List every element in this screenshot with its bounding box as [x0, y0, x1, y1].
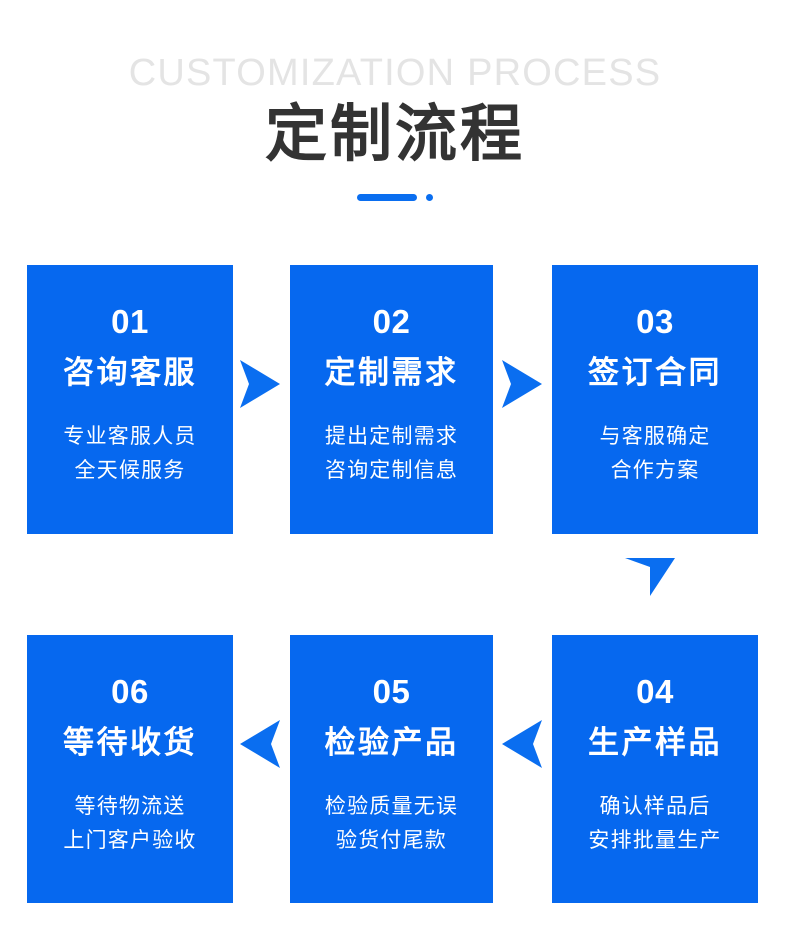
step-description-line-1: 确认样品后	[599, 795, 711, 818]
arrow-right-icon	[500, 358, 544, 410]
step-number: 06	[111, 673, 149, 710]
step-title: 生产样品	[588, 725, 722, 760]
step-description-line-2: 上门客户验收	[63, 829, 197, 853]
step-description-line-2: 全天候服务	[74, 459, 186, 483]
step-number: 05	[372, 673, 411, 710]
page-header: CUSTOMIZATION PROCESS 定制流程	[0, 0, 790, 250]
process-step-02[interactable]: 02 定制需求 提出定制需求 咨询定制信息	[290, 265, 493, 534]
step-title: 签订合同	[588, 355, 722, 390]
process-step-03[interactable]: 03 签订合同 与客服确定 合作方案	[552, 265, 758, 534]
title-underline-decoration	[0, 191, 790, 203]
step-description-line-2: 合作方案	[610, 459, 700, 483]
step-number: 01	[111, 303, 149, 340]
process-step-01[interactable]: 01 咨询客服 专业客服人员 全天候服务	[27, 265, 233, 534]
step-description-line-1: 与客服确定	[599, 425, 711, 448]
step-number: 03	[636, 303, 674, 340]
arrow-left-icon	[500, 718, 544, 770]
step-title: 定制需求	[324, 355, 459, 390]
step-description-line-1: 等待物流送	[74, 795, 186, 818]
step-description-line-2: 验货付尾款	[336, 829, 447, 853]
arrow-down-icon	[623, 556, 677, 598]
process-step-05[interactable]: 05 检验产品 检验质量无误 验货付尾款	[290, 635, 493, 903]
step-description-line-2: 咨询定制信息	[324, 459, 459, 483]
step-title: 咨询客服	[63, 355, 197, 390]
step-description-line-1: 提出定制需求	[324, 425, 459, 448]
step-number: 04	[636, 673, 674, 710]
arrow-right-icon	[238, 358, 282, 410]
step-description-line-1: 专业客服人员	[63, 425, 197, 448]
arrow-left-icon	[238, 718, 282, 770]
underline-bar	[357, 193, 417, 201]
page-title: 定制流程	[264, 100, 525, 169]
step-number: 02	[372, 303, 411, 340]
step-title: 等待收货	[63, 725, 197, 760]
process-step-04[interactable]: 04 生产样品 确认样品后 安排批量生产	[552, 635, 758, 903]
step-description-line-1: 检验质量无误	[324, 795, 459, 818]
header-eyebrow-text: CUSTOMIZATION PROCESS	[128, 52, 662, 94]
underline-dot	[426, 193, 433, 201]
step-description-line-2: 安排批量生产	[588, 829, 722, 853]
process-step-06[interactable]: 06 等待收货 等待物流送 上门客户验收	[27, 635, 233, 903]
step-title: 检验产品	[324, 725, 459, 760]
